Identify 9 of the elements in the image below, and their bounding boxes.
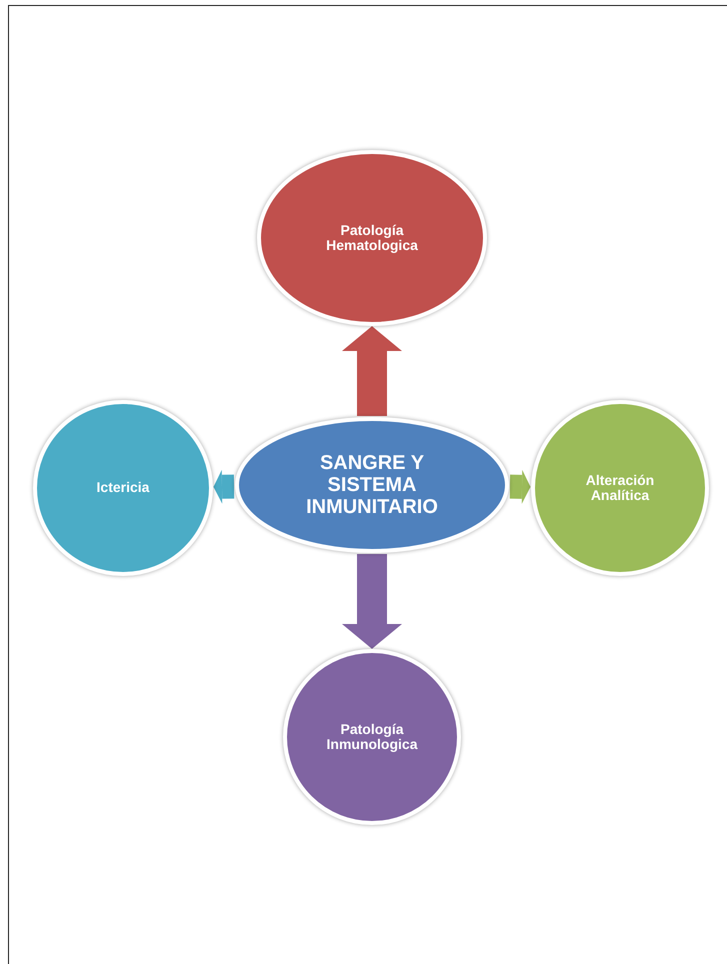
block-arrow — [510, 470, 530, 504]
node-label: Alteración Analítica — [584, 472, 656, 504]
node-label: Patología Hematologica — [325, 222, 419, 254]
block-arrow — [342, 326, 402, 416]
block-arrow — [342, 554, 402, 649]
node-label: Patología Inmunologica — [326, 722, 419, 752]
node-label: SANGRE Y SISTEMA INMUNITARIO — [305, 452, 439, 518]
block-arrow — [214, 470, 234, 504]
node-label: Ictericia — [96, 480, 150, 496]
